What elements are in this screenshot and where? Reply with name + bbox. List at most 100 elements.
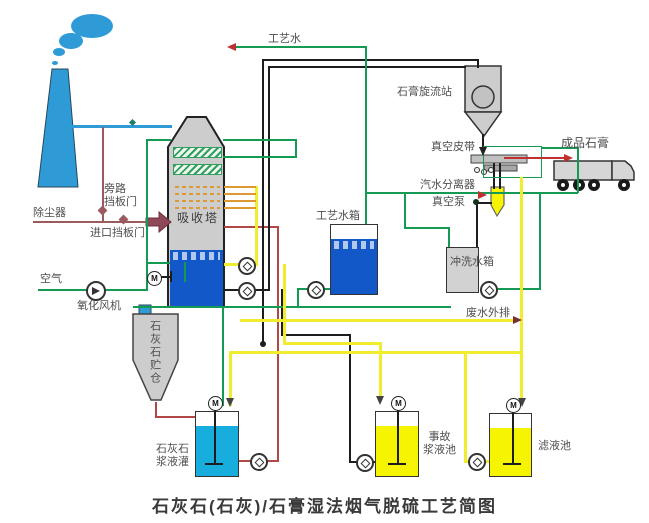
label-finished-gypsum: 成品石膏: [561, 136, 610, 150]
demister-layer: [173, 164, 222, 175]
agitator-paddle: [503, 463, 521, 465]
smoke-puff-icon: [53, 48, 65, 56]
flue-gas-inlet-arrow-icon: [145, 210, 172, 234]
pipe-filtrate-pump-drop: [464, 351, 467, 463]
spray-header-stub: [224, 207, 256, 209]
gypsum-bleed-pump-icon: [238, 282, 256, 300]
motor-label: M: [510, 401, 517, 410]
truck-hub-icon: [592, 183, 596, 187]
agitator-shaft: [397, 409, 399, 465]
pipe-to-emergency-h: [283, 342, 381, 345]
filtrate-pool: [489, 413, 532, 477]
pipe-air-2: [103, 289, 147, 291]
pipe-gypsum-product: [504, 157, 566, 159]
liquid-waves: [334, 241, 374, 249]
pipe-gypsum-top-1: [262, 59, 478, 61]
label-emergency-pool-line1: 事故: [428, 431, 451, 443]
rinse-water-tank: [446, 247, 479, 293]
label-air: 空气: [40, 273, 62, 285]
label-vacuum-pump: 真空泵: [432, 196, 465, 208]
motor-icon: M: [391, 396, 406, 411]
liquid-waves: [173, 252, 220, 260]
pipe-belt-to-separator-1: [493, 163, 495, 189]
spray-bank: [175, 207, 220, 209]
pipe-air-1: [38, 289, 87, 291]
label-inlet-damper: 进口挡板门: [90, 227, 145, 239]
pipe-to-emergency-v: [379, 342, 382, 402]
pipe-gypsum-riser-1: [262, 59, 264, 344]
pipe-process-water-drop: [365, 46, 367, 226]
pipe-oxidation-air-h: [146, 262, 186, 264]
spray-bank: [175, 193, 220, 195]
pipe-silo-to-tank: [155, 416, 197, 418]
diagram-title: 石灰石(石灰)/石膏湿法烟气脱硫工艺简图: [151, 497, 498, 516]
pipe-slurry-to-absorber: [224, 226, 279, 228]
pipe-demister-wash-top: [223, 139, 297, 141]
belt-feed-arrow-icon: [479, 147, 487, 156]
pipe-rinse-pump-discharge: [496, 288, 541, 290]
agitator-paddle: [388, 463, 406, 465]
vacuum-pump-junction: [473, 199, 479, 205]
belt-roller-icon: [474, 167, 480, 173]
motor-icon: M: [147, 271, 162, 286]
motor-label: M: [212, 399, 219, 408]
filtrate-fill: [490, 428, 531, 476]
motor-icon: M: [208, 396, 223, 411]
pipe-demister-wash-bottom: [223, 156, 297, 158]
process-water-arrow-icon: [227, 43, 236, 51]
pipe-pump1-suction: [224, 263, 239, 266]
recirculation-pump-icon: [238, 257, 256, 275]
pipe-cyclone-feed-drop: [477, 59, 479, 68]
truck-hub-icon: [561, 183, 565, 187]
belt-wash-frame: [483, 146, 542, 178]
spray-bank: [175, 186, 220, 188]
truck-hub-icon: [622, 183, 626, 187]
pipe-pump2-suction: [224, 289, 239, 291]
pipe-filtrate-pump-suction: [464, 460, 470, 463]
pipe-makeup-to-slurry-tank: [222, 306, 224, 406]
emergency-pump-icon: [356, 454, 374, 472]
label-steam-water-separator: 汽水分离器: [420, 179, 475, 191]
label-limestone-slurry-tank: 石灰石 浆液灌: [156, 443, 189, 468]
label-bypass-damper-line1: 旁路: [104, 183, 126, 195]
side-agitator-shaft: [160, 276, 172, 278]
label-rinse-water-tank: 冲洗水箱: [450, 256, 494, 268]
label-limestone-silo: 石灰石贮仓: [148, 320, 161, 385]
cyclone-swirl-icon: [471, 85, 495, 109]
pipe-rinse-riser: [539, 193, 541, 289]
label-emergency-pool: 事故 浆液池: [423, 431, 456, 456]
label-filtrate-pool: 滤液池: [538, 440, 571, 452]
gypsum-cyclone-cone: [463, 111, 503, 138]
oxidation-fan-icon: [86, 281, 106, 301]
pipe-spray-riser: [255, 186, 258, 266]
pipe-emergency-drain-v1: [281, 289, 283, 336]
truck-cab-icon: [611, 160, 635, 181]
separator-pointer-arrow-icon: [478, 191, 487, 199]
label-slurry-tank-line1: 石灰石: [156, 443, 189, 455]
pipe-emergency-pump-discharge: [372, 461, 377, 463]
motor-label: M: [395, 399, 402, 408]
label-absorber: 吸收塔: [177, 211, 220, 225]
pipe-slurry-riser: [277, 226, 279, 462]
label-bypass-damper-line2: 挡板门: [104, 195, 137, 208]
pipe-end-cap: [260, 341, 266, 347]
demister-layer: [173, 147, 222, 158]
pipe-slurry-pump-discharge: [266, 460, 279, 462]
emergency-inlet-arrow-icon: [376, 396, 384, 405]
absorber-sump: [170, 250, 223, 306]
pipe-slurry-pump-suction: [238, 460, 251, 462]
slurry-tank-inlet-arrow-icon: [226, 398, 234, 407]
spray-bank: [175, 200, 220, 202]
label-wastewater-discharge: 废水外排: [466, 307, 510, 319]
agitator-shaft: [512, 411, 514, 465]
pipe-to-rinse-tank: [448, 227, 450, 249]
pipe-gypsum-riser-2: [268, 66, 270, 291]
pipe-tower-drain: [283, 264, 286, 345]
smoke-puff-icon: [71, 14, 113, 38]
pipe-bypass: [102, 127, 104, 222]
label-gypsum-cyclone: 石膏旋流站: [397, 86, 452, 98]
pipe-emergency-pump-suction: [349, 461, 357, 463]
process-water-pump-icon: [307, 281, 325, 299]
spray-header-stub: [224, 186, 256, 188]
